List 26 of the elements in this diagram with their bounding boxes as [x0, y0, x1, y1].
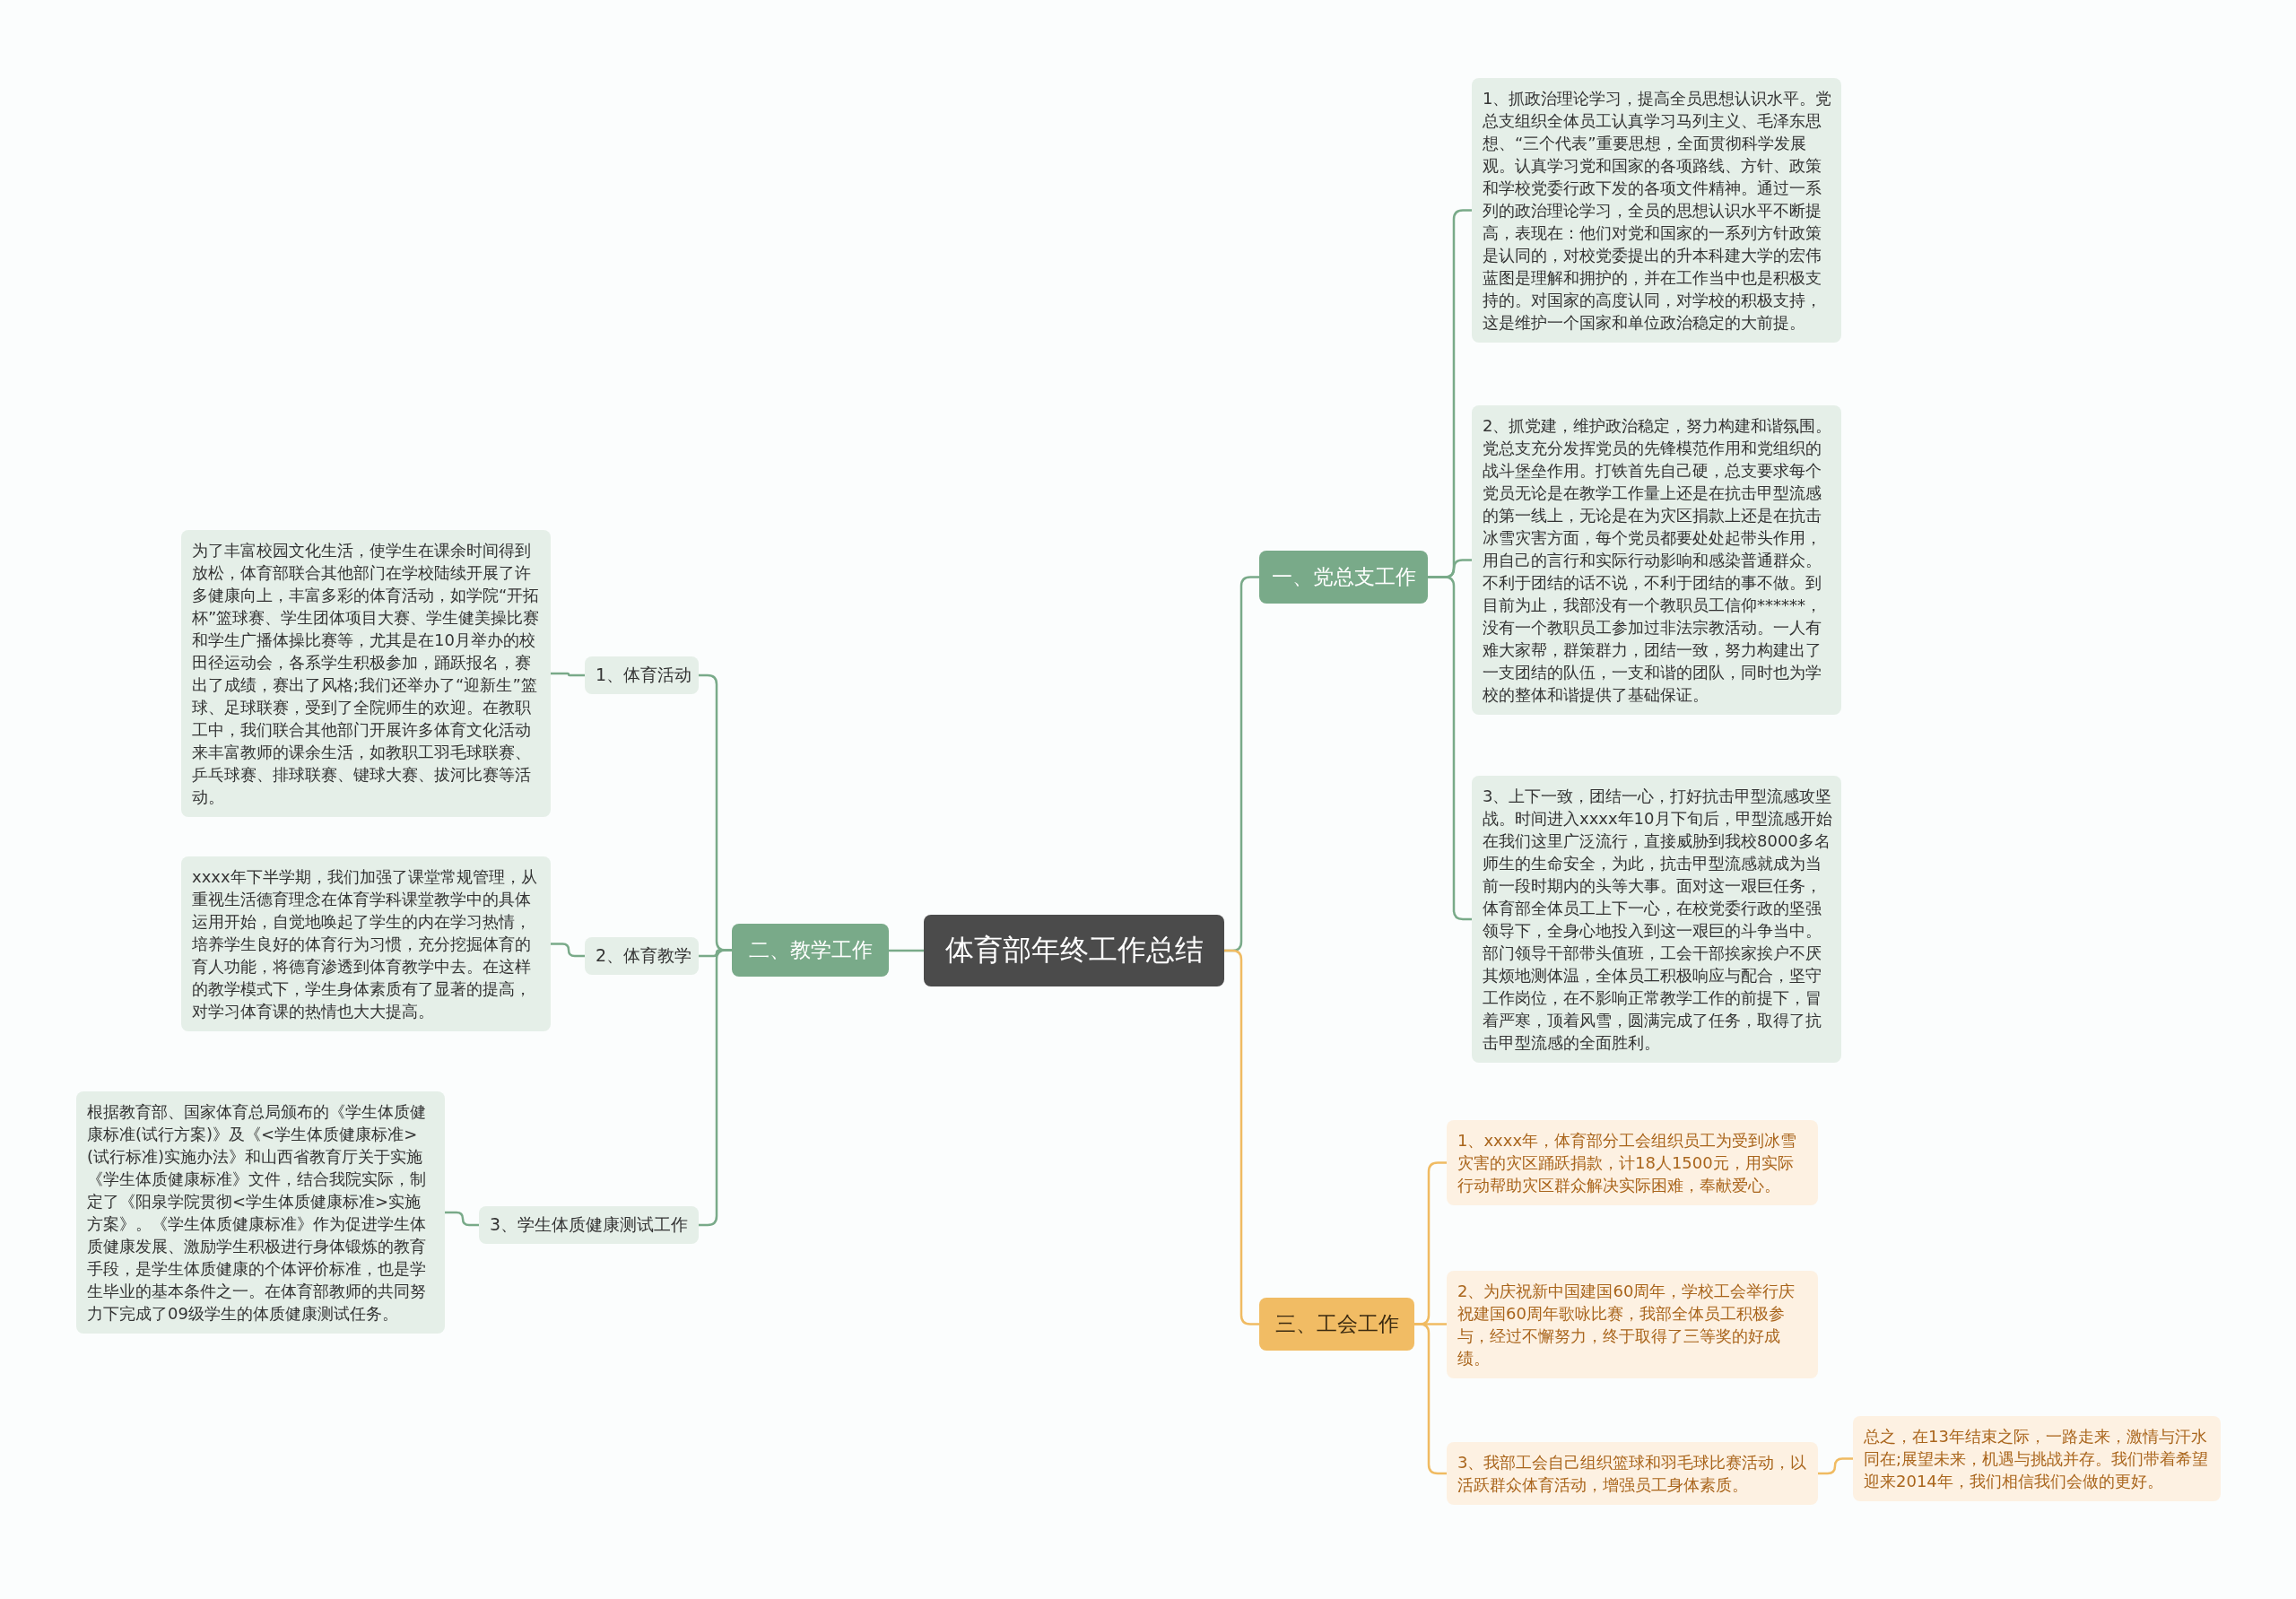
branch-topic: 二、教学工作: [732, 924, 889, 977]
text-card: 总之，在13年结束之际，一路走来，激情与汗水同在;展望未来，机遇与挑战并存。我们带着希望迎来2014年，我们相信我们会做的更好。: [1853, 1416, 2221, 1501]
text-card: 3、上下一致，团结一心，打好抗击甲型流感攻坚战。时间进入xxxx年10月下旬后，甲型流感开始在我们这里广泛流行，直接威胁到我校8000多名师生的生命安全，为此，抗击甲型流感就成为当前一段时期内的头等大事。面对这一艰巨任务，体育部全体员工上下一心，在校党委行政的坚强领导下，全身心地投入到这一艰巨的斗争当中。部门领导干部带头值班，工会干部挨家挨户不厌其烦地测体温，全体员工积极响应与配合，坚守工作岗位，在不影响正常教学工作的前提下，冒着严寒，顶着风雪，圆满完成了任务，取得了抗击甲型流感的全面胜利。: [1472, 776, 1841, 1063]
branch-topic: 三、工会工作: [1259, 1298, 1414, 1351]
connector-line: [1224, 949, 1259, 1325]
connector-line: [551, 672, 585, 677]
connector-line: [445, 1211, 479, 1227]
text-card: xxxx年下半学期，我们加强了课堂常规管理，从重视生活德育理念在体育学科课堂教学中的具体运用开始，自觉地唤起了学生的内在学习热情，培养学生良好的体育行为习惯，充分挖掘体育的育人功能，将德育渗透到体育教学中去。在这样的教学模式下，学生身体素质有了显著的提高，对学习体育课的热情也大大提高。: [181, 856, 551, 1031]
connector-line: [1414, 1323, 1447, 1475]
text-card: 3、我部工会自己组织篮球和羽毛球比赛活动，以活跃群众体育活动，增强员工身体素质。: [1447, 1442, 1818, 1505]
connector-line: [1428, 576, 1472, 921]
branch-topic: 一、党总支工作: [1259, 551, 1428, 604]
text-card: 为了丰富校园文化生活，使学生在课余时间得到放松，体育部联合其他部门在学校陆续开展了许多健康向上，丰富多彩的体育活动，如学院“开拓杯”篮球赛、学生团体项目大赛、学生健美操比赛和学生广播体操比赛等，尤其是在10月举办的校田径运动会，各系学生积极参加，踊跃报名，赛出了成绩，赛出了风格;我们还举办了“迎新生”篮球、足球联赛，受到了全院师生的欢迎。在教职工中，我们联合其他部门开展许多体育文化活动来丰富教师的课余生活，如教职工羽毛球联赛、乒乓球赛、排球联赛、键球大赛、拔河比赛等活动。: [181, 530, 551, 817]
subtopic: 1、体育活动: [585, 656, 699, 694]
text-card: 2、为庆祝新中国建国60周年，学校工会举行庆祝建国60周年歌咏比赛，我部全体员工积极参与，经过不懈努力，终于取得了三等奖的好成绩。: [1447, 1271, 1818, 1378]
subtopic: 3、学生体质健康测试工作: [479, 1206, 699, 1244]
connector-line: [889, 949, 924, 952]
connector-line: [551, 943, 585, 958]
connector-line: [1818, 1457, 1853, 1475]
subtopic: 2、体育教学: [585, 937, 699, 975]
text-card: 1、抓政治理论学习，提高全员思想认识水平。党总支组织全体员工认真学习马列主义、毛泽东思想、“三个代表”重要思想，全面贯彻科学发展观。认真学习党和国家的各项路线、方针、政策和学校党委行政下发的各项文件精神。通过一系列的政治理论学习，全员的思想认识水平不断提高，表现在：他们对党和国家的一系列方针政策是认同的，对校党委提出的升本科建大学的宏伟蓝图是理解和拥护的，并在工作当中也是积极支持的。对国家的高度认同，对学校的积极支持，这是维护一个国家和单位政治稳定的大前提。: [1472, 78, 1841, 343]
root-topic: 体育部年终工作总结: [924, 915, 1224, 986]
connector-line: [699, 949, 732, 1227]
text-card: 2、抓党建，维护政治稳定，努力构建和谐氛围。党总支充分发挥党员的先锋模范作用和党组织的战斗堡垒作用。打铁首先自己硬，总支要求每个党员无论是在教学工作量上还是在抗击甲型流感的第一线上，无论是在为灾区捐款上还是在抗击冰雪灾害方面，每个党员都要处处起带头作用，用自己的言行和实际行动影响和感染普通群众。不利于团结的话不说，不利于团结的事不做。到目前为止，我部没有一个教职员工信仰******，没有一个教职员工参加过非法宗教活动。一人有难大家帮，群策群力，团结一致，努力构建出了一支团结的队伍，一支和谐的团队，同时也为学校的整体和谐提供了基础保证。: [1472, 405, 1841, 715]
text-card: 根据教育部、国家体育总局颁布的《学生体质健康标准(试行方案)》及《<学生体质健康标准>(试行标准)实施办法》和山西省教育厅关于实施《学生体质健康标准》文件，结合我院实际，制定了《阳泉学院贯彻<学生体质健康标准>实施方案》。《学生体质健康标准》作为促进学生体质健康发展、激励学生积极进行身体锻炼的教育手段，是学生体质健康的个体评价标准，也是学生毕业的基本条件之一。在体育部教师的共同努力下完成了09级学生的体质健康测试任务。: [76, 1091, 445, 1334]
text-card: 1、xxxx年，体育部分工会组织员工为受到冰雪灾害的灾区踊跃捐款，计18人1500元，用实际行动帮助灾区群众解决实际困难，奉献爱心。: [1447, 1120, 1818, 1205]
